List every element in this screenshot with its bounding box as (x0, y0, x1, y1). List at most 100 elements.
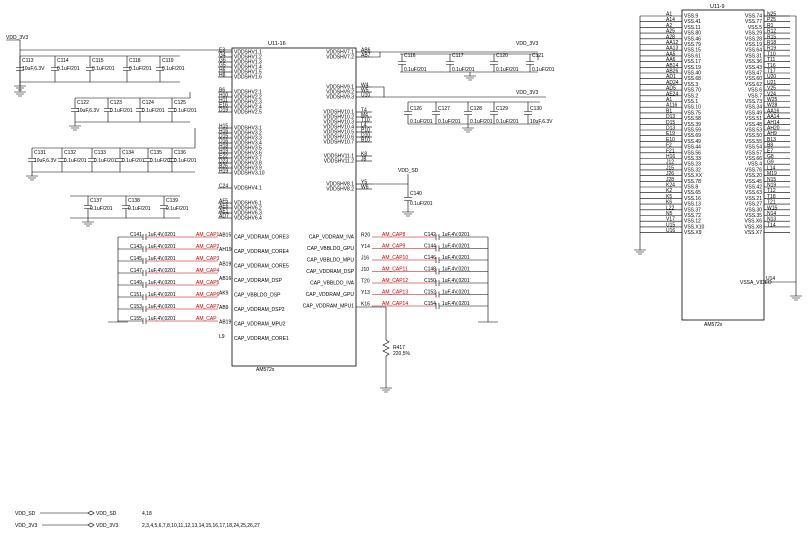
chip2-left-pin-num: D13 (666, 114, 675, 120)
chip2-left-pin-num: K2 (666, 188, 672, 194)
am-cap-ref: C142 (424, 232, 436, 238)
chip1-left-pin-num: E16 (219, 103, 228, 109)
cap-val: 0.1uF/201 (128, 206, 151, 212)
chip1-left-pin-name: VDDSHV3.9 (234, 166, 262, 172)
chip1-left-pin-name: VDDSHV1.3 (234, 60, 262, 66)
chip-u11-16-ref: U11-16 (268, 41, 286, 47)
chip1-right-pin-name: VDDSHV10.2 (323, 115, 354, 121)
chip2-right-pin-name: VSS.19 (745, 42, 762, 48)
chip2-left-pin-num: F2 (666, 143, 672, 149)
chip2-right-pin-num: N13 (767, 217, 776, 223)
cap-ref: C115 (92, 58, 104, 64)
chip2-left-pin-name: VSS.59 (684, 128, 701, 134)
am-left-bus (108, 237, 128, 323)
chip1-cap-right-pin-num: T20 (361, 279, 370, 285)
chip1-cap-right-pin-num: R20 (361, 233, 370, 239)
chip1-right-pin-num: J8 (361, 157, 367, 163)
capacitor-symbol (136, 98, 144, 122)
chip1-left-pin-num: H19 (219, 169, 228, 175)
cap-val: 0.1uF/201 (122, 158, 145, 164)
am-cap-val: 1uF,4V,0201 (148, 268, 176, 274)
am-cap-ref: C149 (130, 280, 142, 286)
chip2-right-pin-num: AH9 (767, 131, 777, 137)
rail-label-vddsd: VDD_SD (398, 168, 419, 174)
chip2-right-pin-name: VSS.31 (745, 53, 762, 59)
chip1-cap-left-pin-name: CAP_VDDRAM_CORE3 (234, 235, 289, 241)
chip1-cap-left-pin-num: AB16 (219, 276, 231, 282)
chip2-left-pin-num: AA12 (666, 40, 678, 46)
am-cap-net: AM_CAP7 (196, 304, 220, 310)
am-cap-net: AM_CAP11 (382, 267, 408, 273)
chip2-left-pin-name: VSS.61 (684, 53, 701, 59)
chip1-right-pin-name: VDDSHV10.3 (323, 120, 354, 126)
chip2-left-pin-num: AE24 (666, 91, 678, 97)
resistor-r417: R417 220,5% (356, 306, 411, 393)
am-cap-net: AM_CAP4 (196, 268, 220, 274)
rail-label-vdd3v3-r2: VDD_3V3 (516, 90, 538, 96)
chip2-right-pin-name: VSS.73 (745, 99, 762, 105)
chip2-left-pin-num: N5 (666, 211, 673, 217)
am-cap-val: 1uF,4V,0201 (442, 301, 470, 307)
capacitor-symbol (71, 98, 79, 122)
chip1-cap-right-pin-num: J16 (361, 256, 369, 262)
right2-rails (372, 86, 546, 125)
chip2-right-pin-name: VSS.35 (745, 213, 762, 219)
chip2-left-pin-name: VSS.17 (684, 59, 701, 65)
chip2-right-pin-name: VSS.29 (745, 31, 762, 37)
chip1-cap-left-pin-name: CAP_VDDRAM_DSP (234, 278, 282, 284)
am-cap-val: 1uF,4V,0201 (442, 232, 470, 238)
chip1-cap-left-pin-num: L9 (219, 334, 225, 340)
chip2-left-pin-num: J15 (666, 165, 674, 171)
chip2-left-pin-name: VSS.33 (684, 156, 701, 162)
am-cap-val: 1uF,4V,0201 (148, 316, 176, 322)
cap-val: 0.1uF/201 (174, 158, 197, 164)
chip2-right-pin-num: T12 (767, 188, 776, 194)
capacitor-symbol (28, 148, 36, 172)
capacitor-symbol (156, 56, 164, 82)
capacitor-symbol (464, 102, 472, 124)
am-right-cap (435, 268, 488, 275)
footer-vddsd-label: VDD_SD (96, 511, 117, 517)
chip1-right-pin-name: VDDSHV10.4 (323, 125, 354, 131)
chip1-cap-left-pin-num: AK9 (219, 291, 229, 297)
am-cap-net: AM_CAP6 (196, 292, 220, 298)
chip1-right-pin-num: W4 (361, 83, 369, 89)
chip1-left-pin-num: H6 (219, 68, 226, 74)
chip2-left-pin-name: VSS.44 (684, 145, 701, 151)
chip2-left-pin-num: AD1 (666, 74, 676, 80)
chip2-right-pin-name: VSS.53 (745, 128, 762, 134)
chip2-right-pin-name: VSS.X6 (744, 219, 762, 225)
chip2-right-pin-num: T16 (767, 63, 776, 69)
chip2-right-pin-num: R15 (767, 34, 776, 40)
chip2-left-pin-name: VSS.X9 (684, 230, 702, 236)
cap-ref: C127 (438, 106, 450, 112)
capacitor-symbol (446, 54, 454, 72)
cap-ref: C124 (142, 100, 154, 106)
chip1-left-pin-name: VDDSHV6.4 (234, 216, 262, 222)
chip1-left-pin-num: H15 (219, 124, 228, 130)
chip1-left-pin-name: VDDSHV3.1 (234, 126, 262, 132)
chip2-left-pin-name: VSS.23 (684, 162, 701, 168)
capacitor-symbol (123, 56, 131, 82)
chip2-left-pin-num: V17 (666, 217, 675, 223)
chip1-right-pin-num: Y5 (361, 180, 367, 186)
chip1-right-pin-name: VDDSHV9.3 (326, 95, 354, 101)
chip1-right-pin-name: VDDSHV11.2 (324, 159, 354, 165)
chip1-left-pin-num: D23 (219, 159, 228, 165)
chip2-left-pin-num: J28 (666, 177, 674, 183)
chip1-left-pin-name: VDDSHV1.4 (234, 65, 262, 71)
cap-ref: C125 (174, 100, 186, 106)
cap-ref: C120 (496, 53, 508, 59)
chip1-left-pin-name: VDDSHV3.8 (234, 161, 262, 167)
cap-ref: C139 (166, 198, 178, 204)
cap-ref: C137 (90, 198, 102, 204)
chip2-right-pin-num: W28 (767, 103, 778, 109)
chip2-left-pin-name: VSS.69 (684, 133, 701, 139)
am-cap-val: 1uF,4V,0201 (148, 256, 176, 262)
chip2-right-pin-num: G8 (767, 154, 774, 160)
capacitor-symbol (84, 196, 92, 218)
am-cap-net: AM_CAP1 (196, 232, 220, 238)
